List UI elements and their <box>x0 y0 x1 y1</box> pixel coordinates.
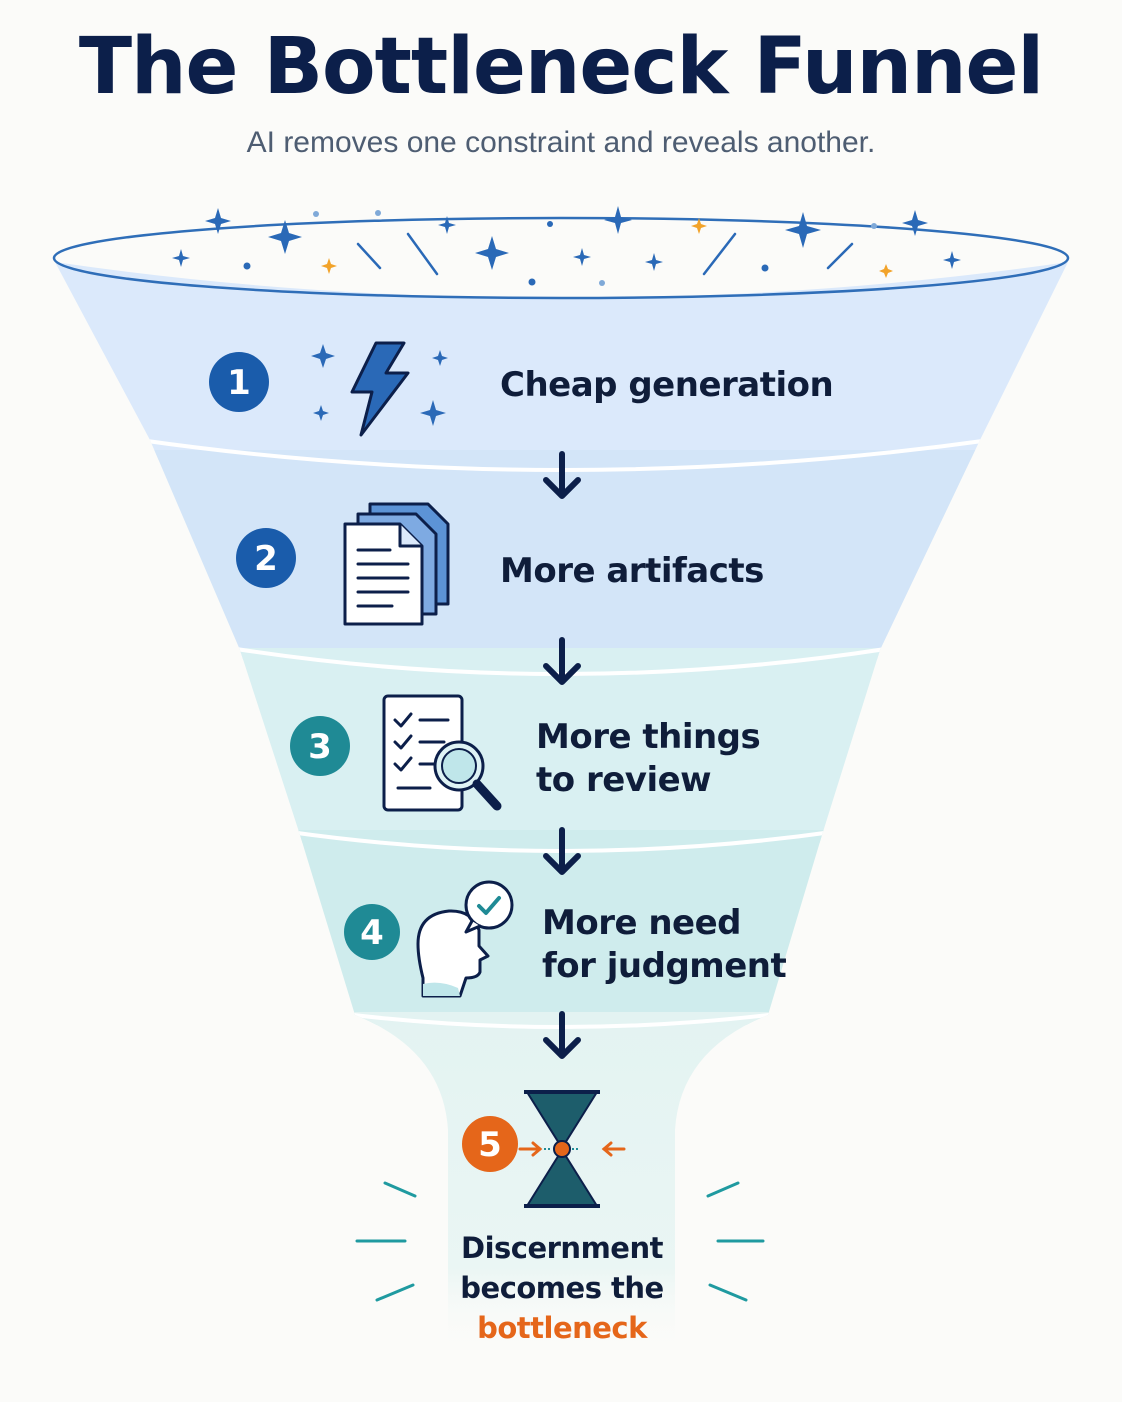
flow-arrows <box>543 451 581 1059</box>
svg-text:5: 5 <box>478 1125 502 1165</box>
stage-2-badge: 2 <box>236 528 296 588</box>
svg-text:3: 3 <box>308 727 332 767</box>
stage-4-label: More need for judgment <box>542 903 787 986</box>
bottleneck-highlight: bottleneck <box>477 1311 647 1345</box>
stage-4-badge: 4 <box>344 904 400 960</box>
svg-text:4: 4 <box>360 913 384 953</box>
stage-1-badge: 1 <box>209 352 269 412</box>
svg-text:2: 2 <box>254 539 278 579</box>
arrow-down-icon <box>543 827 581 875</box>
emphasis-rays-decoration <box>355 1181 765 1302</box>
head-checkmark-icon <box>416 880 514 998</box>
sparkles-decoration <box>172 206 961 286</box>
stage-1-label: Cheap generation <box>500 365 834 405</box>
page-title: The Bottleneck Funnel <box>78 22 1044 112</box>
stage-2-label: More artifacts <box>500 551 764 591</box>
lightning-sparkle-icon <box>311 341 448 437</box>
checklist-magnifier-icon <box>382 694 502 812</box>
stage-3-label: More things to review <box>536 717 761 800</box>
document-stack-icon <box>343 502 450 626</box>
svg-text:1: 1 <box>227 363 251 403</box>
page-subtitle: AI removes one constraint and reveals an… <box>246 126 876 159</box>
band-1 <box>55 262 1068 460</box>
stage-3-badge: 3 <box>290 716 350 776</box>
arrow-down-icon <box>543 1011 581 1059</box>
funnel-rim <box>52 216 1070 300</box>
hourglass-pinch-icon <box>518 1090 626 1208</box>
stage-5-badge: 5 <box>462 1116 518 1172</box>
arrow-down-icon <box>543 637 581 685</box>
final-stage-label: Discernment becomes the bottleneck <box>412 1228 712 1348</box>
arrow-down-icon <box>543 451 581 499</box>
